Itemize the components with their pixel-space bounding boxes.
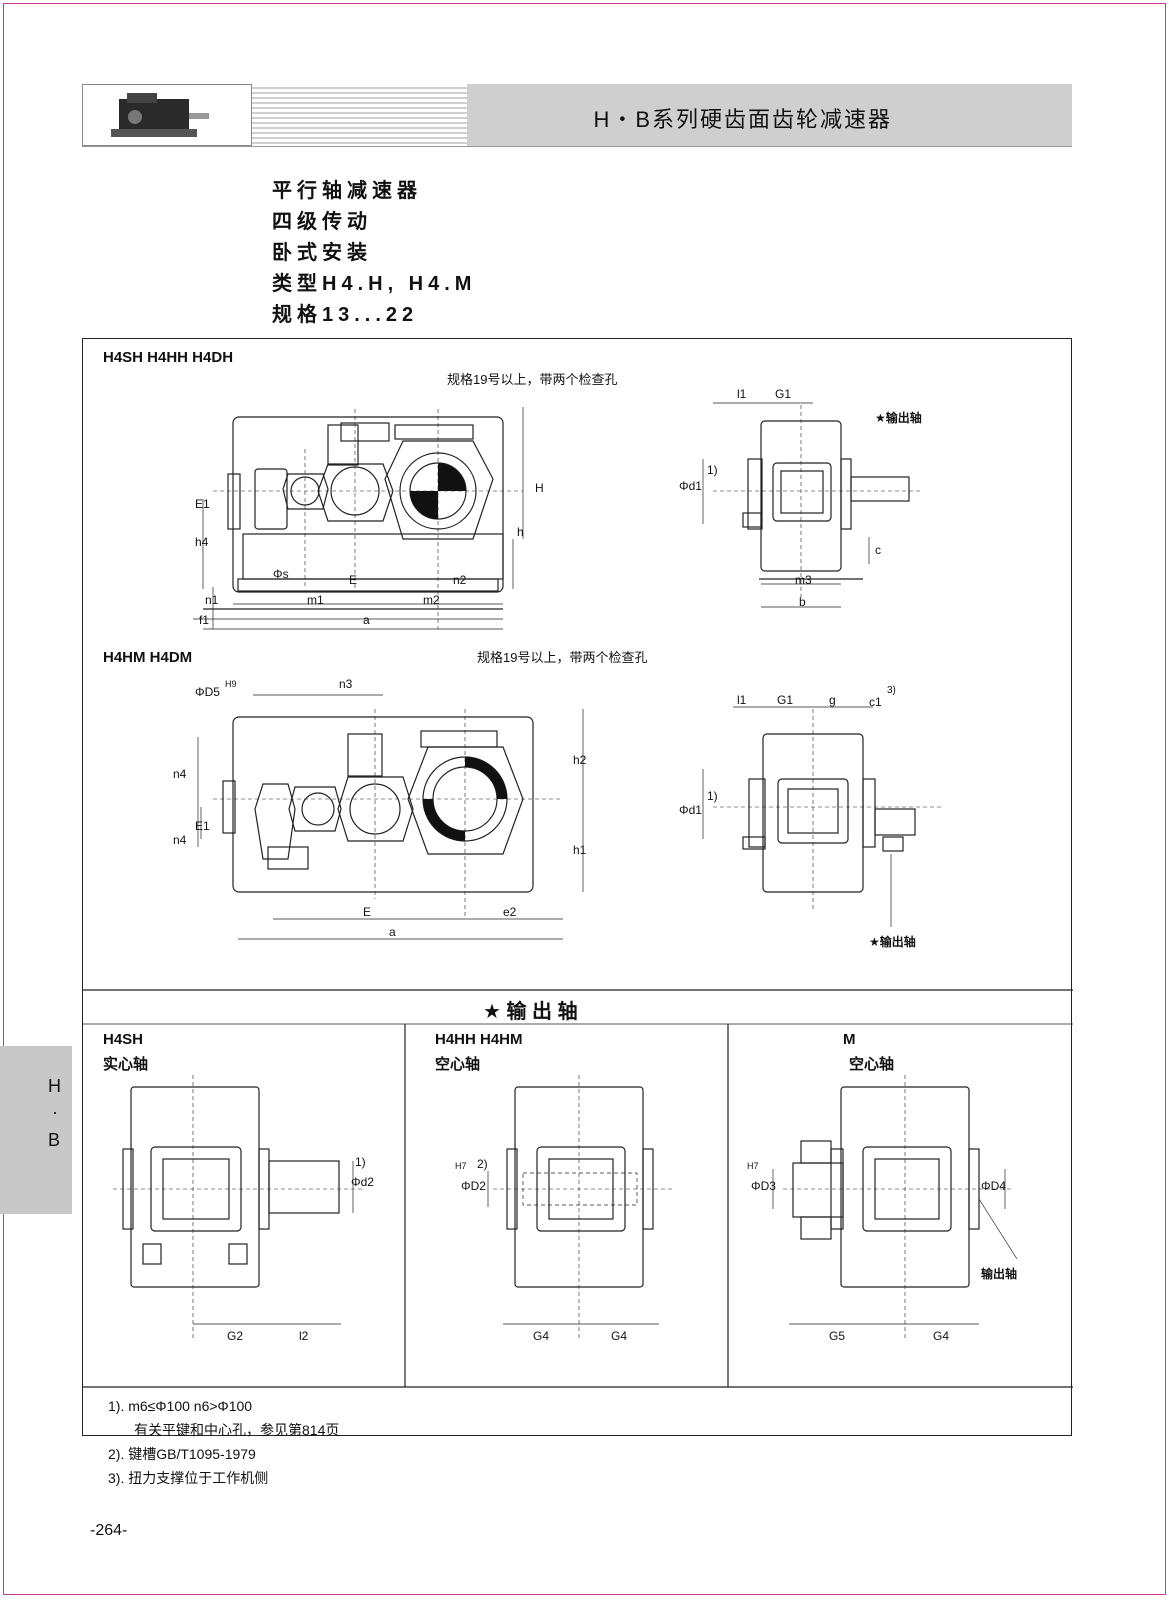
dim-phiD4: ΦD4: [981, 1179, 1006, 1193]
dim-G2: G2: [227, 1329, 244, 1343]
shaft-view-2: [487, 1075, 673, 1339]
dim-H7-col2: H7: [455, 1161, 467, 1171]
dim-n3: n3: [339, 677, 353, 691]
dim-h2: h2: [573, 753, 587, 767]
dim-G1-2: G1: [777, 693, 794, 707]
section1-title: H4SH H4HH H4DH: [103, 349, 234, 366]
dim-l1-2: l1: [737, 693, 747, 707]
side-view-2: [742, 733, 916, 893]
dim-E-2: E: [363, 905, 372, 919]
dim-phid1-2: Φd1: [679, 803, 702, 817]
section1-note: 规格19号以上，带两个检查孔: [447, 372, 618, 387]
header-product-photo: [82, 84, 252, 146]
intro-line-3: 卧式安装: [272, 242, 372, 264]
dim-g: g: [829, 693, 836, 707]
dim-sup3: 3): [887, 685, 896, 696]
dim-sup1: 1): [707, 463, 718, 477]
dim-G4-left: G4: [533, 1329, 550, 1343]
col3-title: M: [843, 1031, 856, 1048]
dim-f1: f1: [199, 613, 210, 627]
col2-sub: 空心轴: [435, 1056, 481, 1073]
dim-G1: G1: [775, 387, 792, 401]
dim-sup-col2: 2): [477, 1157, 488, 1171]
dim-G5: G5: [829, 1329, 846, 1343]
dim-c1: c1: [869, 695, 882, 709]
dim-phiD3: ΦD3: [751, 1179, 776, 1193]
section1-output-label: ★输出轴: [875, 411, 922, 425]
dim-h: h: [517, 525, 524, 539]
footnote-2: 2). 键槽GB/T1095-1979: [108, 1446, 256, 1462]
intro-line-4: 类型H4.H, H4.M: [272, 273, 477, 295]
dim-G4-col3: G4: [933, 1329, 950, 1343]
side-tab-mid: ·: [52, 1102, 58, 1122]
dim-sup-col1: 1): [355, 1155, 366, 1169]
dim-G4-right: G4: [611, 1329, 628, 1343]
dim-e2: e2: [503, 905, 517, 919]
header-title: H・B系列硬齿面齿轮减速器: [593, 107, 892, 132]
dim-h1: h1: [573, 843, 587, 857]
intro-line-5: 规格13...22: [272, 304, 419, 326]
dim-c: c: [875, 543, 881, 557]
footnote-1b: 有关平键和中心孔，参见第814页: [134, 1422, 340, 1438]
dim-m3: m3: [795, 573, 812, 587]
dim-n4-bottom: n4: [173, 833, 187, 847]
col2-title: H4HH H4HM: [435, 1031, 523, 1048]
intro-line-2: 四级传动: [272, 211, 372, 233]
dim-phiD5: ΦD5: [195, 685, 220, 699]
dim-n4-top: n4: [173, 767, 187, 781]
dim-phis: Φs: [273, 567, 289, 581]
output-shaft-heading: ★ 输 出 轴: [483, 1001, 578, 1023]
side-tab-bottom: B: [48, 1130, 61, 1150]
side-view-1: [742, 420, 910, 580]
reducer-photo-icon: [111, 93, 209, 137]
footnote-1a: 1). m6≤Φ100 n6>Φ100: [108, 1398, 253, 1414]
dim-H: H: [535, 481, 544, 495]
intro-line-1: 平行轴减速器: [272, 180, 422, 202]
side-tab-top: H: [48, 1076, 61, 1096]
dim-m1: m1: [307, 593, 324, 607]
page-frame: [3, 3, 1166, 1595]
side-tab: H · B: [0, 1046, 72, 1214]
dim-phid2: Φd2: [351, 1175, 374, 1189]
dim-h4: h4: [195, 535, 209, 549]
section2-note: 规格19号以上，带两个检查孔: [477, 650, 648, 665]
dim-n1: n1: [205, 593, 219, 607]
technical-drawings: [83, 402, 1073, 1388]
intro-block: 平行轴减速器 四级传动 卧式安装 类型H4.H, H4.M 规格13...22: [272, 176, 476, 331]
dim-sup1-2: 1): [707, 789, 718, 803]
page-number: -264-: [90, 1522, 128, 1539]
dim-E1: E1: [195, 497, 210, 511]
dim-phid1: Φd1: [679, 479, 702, 493]
dim-E1-2: E1: [195, 819, 210, 833]
shaft-view-1: [113, 1075, 363, 1339]
dim-E: E: [349, 573, 358, 587]
section2-title: H4HM H4DM: [103, 649, 193, 666]
front-view-2: [222, 716, 534, 893]
drawing-panel: H4SH H4HH H4DH 规格19号以上，带两个检查孔 ★输出轴 H h h…: [82, 338, 1073, 1436]
shaft-view-3: [772, 1075, 1018, 1339]
header-band: H・B系列硬齿面齿轮减速器: [82, 84, 1072, 147]
col1-title: H4SH: [103, 1031, 144, 1048]
dim-H9: H9: [225, 679, 237, 689]
footnotes: 1). m6≤Φ100 n6>Φ100 有关平键和中心孔，参见第814页 2).…: [108, 1394, 339, 1490]
dim-l2: l2: [299, 1329, 309, 1343]
section2-output-label: ★输出轴: [869, 935, 916, 949]
dim-a: a: [363, 613, 370, 627]
footnote-3: 3). 扭力支撑位于工作机侧: [108, 1470, 269, 1486]
col3-output-label: 输出轴: [981, 1267, 1018, 1281]
dim-l1: l1: [737, 387, 747, 401]
col3-sub: 空心轴: [849, 1056, 895, 1073]
col1-sub: 实心轴: [103, 1056, 149, 1073]
dim-phiD2: ΦD2: [461, 1179, 486, 1193]
dim-a-2: a: [389, 925, 396, 939]
dim-m2: m2: [423, 593, 440, 607]
dim-b: b: [799, 595, 806, 609]
dim-n2: n2: [453, 573, 467, 587]
dim-H7-col3: H7: [747, 1161, 759, 1171]
